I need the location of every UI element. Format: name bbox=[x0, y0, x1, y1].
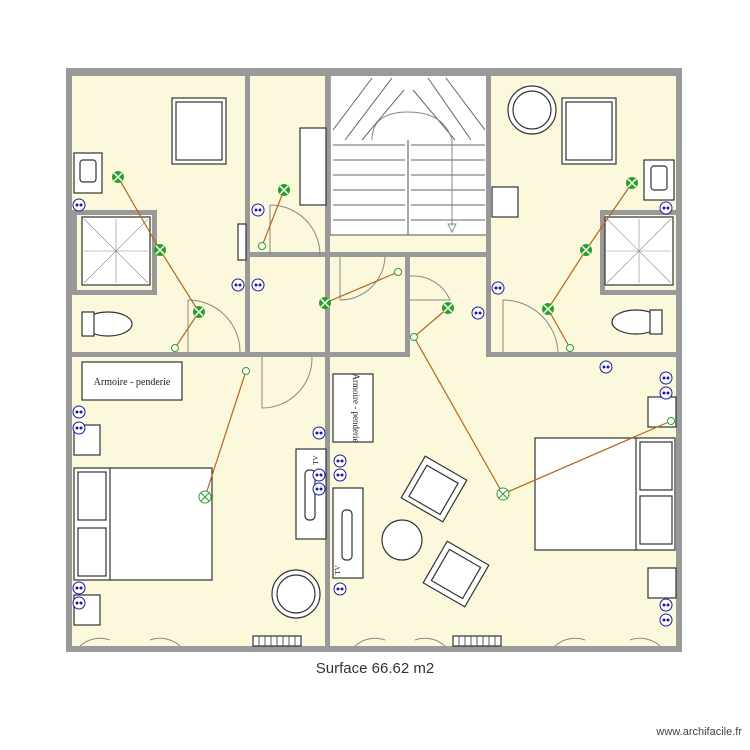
tv-label: TV bbox=[312, 455, 320, 464]
socket-icon bbox=[659, 371, 673, 385]
socket-icon bbox=[312, 468, 326, 482]
socket-icon bbox=[72, 421, 86, 435]
socket-icon bbox=[312, 482, 326, 496]
socket-icon bbox=[659, 598, 673, 612]
socket-icon bbox=[231, 278, 245, 292]
light-points bbox=[112, 171, 638, 504]
walls bbox=[66, 68, 682, 652]
green-circle-cross-icon bbox=[112, 171, 124, 183]
radiator-fins bbox=[258, 636, 496, 646]
switch-icon bbox=[258, 242, 266, 250]
socket-icon bbox=[312, 426, 326, 440]
green-circle-cross-icon bbox=[198, 490, 212, 504]
socket-icon bbox=[333, 582, 347, 596]
socket-icon bbox=[659, 386, 673, 400]
socket-icon bbox=[72, 581, 86, 595]
green-circle-cross-icon bbox=[193, 306, 205, 318]
green-circle-cross-icon bbox=[542, 303, 554, 315]
doors bbox=[79, 204, 661, 647]
surface-label: Surface 66.62 m2 bbox=[315, 660, 435, 677]
green-circle-cross-icon bbox=[319, 297, 331, 309]
green-circle-cross-icon bbox=[496, 487, 510, 501]
socket-icon bbox=[659, 201, 673, 215]
switch-icon bbox=[667, 417, 675, 425]
credit-link[interactable]: www.archifacile.fr bbox=[656, 726, 742, 738]
green-circle-cross-icon bbox=[626, 177, 638, 189]
socket-icon bbox=[333, 468, 347, 482]
socket-icon bbox=[491, 281, 505, 295]
switch-icon bbox=[242, 367, 250, 375]
wardrobe-label: Armoire - penderie bbox=[94, 377, 171, 388]
switch-icon bbox=[171, 344, 179, 352]
furniture bbox=[73, 85, 677, 647]
socket-icon bbox=[659, 613, 673, 627]
staircase bbox=[329, 74, 488, 236]
electrical-wires bbox=[117, 176, 672, 498]
tv-label: TV bbox=[334, 565, 342, 574]
socket-icon bbox=[251, 278, 265, 292]
socket-icon bbox=[599, 360, 613, 374]
sockets bbox=[72, 198, 673, 627]
green-circle-cross-icon bbox=[580, 244, 592, 256]
socket-icon bbox=[333, 454, 347, 468]
switch-icon bbox=[394, 268, 402, 276]
socket-icon bbox=[471, 306, 485, 320]
socket-icon bbox=[72, 405, 86, 419]
socket-icon bbox=[72, 596, 86, 610]
switches bbox=[171, 242, 675, 425]
wardrobe-label-vertical: Armoire - penderie bbox=[351, 374, 361, 443]
switch-icon bbox=[566, 344, 574, 352]
socket-icon bbox=[72, 198, 86, 212]
switch-icon bbox=[410, 333, 418, 341]
green-circle-cross-icon bbox=[154, 244, 166, 256]
green-circle-cross-icon bbox=[278, 184, 290, 196]
green-circle-cross-icon bbox=[442, 302, 454, 314]
socket-icon bbox=[251, 203, 265, 217]
